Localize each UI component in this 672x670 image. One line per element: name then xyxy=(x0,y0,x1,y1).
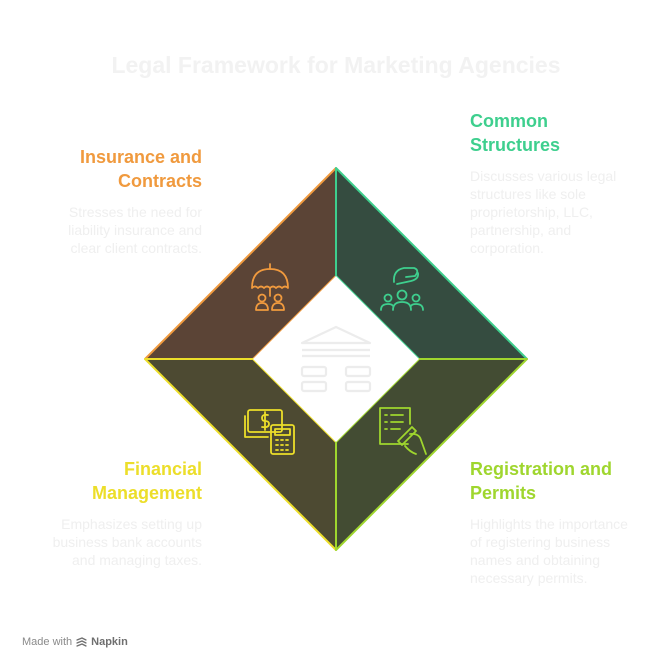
napkin-brand: Napkin xyxy=(91,636,128,648)
structures-block: Common Structures Discusses various lega… xyxy=(470,109,635,257)
structures-description: Discusses various legal structures like … xyxy=(470,168,617,256)
registration-description: Highlights the importance of registering… xyxy=(470,516,628,586)
made-with-text: Made with xyxy=(22,636,73,648)
document-signing-icon xyxy=(379,407,427,455)
insurance-block: Insurance and Contracts Stresses the nee… xyxy=(40,145,202,257)
umbrella-people-icon xyxy=(251,263,289,311)
registration-block: Registration and Permits Highlights the … xyxy=(470,457,630,587)
insurance-description: Stresses the need for liability insuranc… xyxy=(68,204,202,256)
napkin-logo-icon xyxy=(76,636,87,647)
structures-heading: Common Structures xyxy=(470,111,561,155)
diagram-title: Legal Framework for Marketing Agencies xyxy=(111,52,561,78)
money-calculator-icon xyxy=(244,409,295,455)
registration-heading: Registration and Permits xyxy=(470,459,613,503)
financial-description: Emphasizes setting up business bank acco… xyxy=(52,516,202,568)
group-people-icon xyxy=(380,267,424,311)
financial-block: Financial Management Emphasizes setting … xyxy=(30,457,202,569)
insurance-heading: Insurance and Contracts xyxy=(79,147,202,191)
napkin-footer: Made with Napkin xyxy=(22,636,128,648)
center-diamond xyxy=(253,276,419,442)
building-icon xyxy=(300,325,372,393)
financial-heading: Financial Management xyxy=(91,459,202,503)
